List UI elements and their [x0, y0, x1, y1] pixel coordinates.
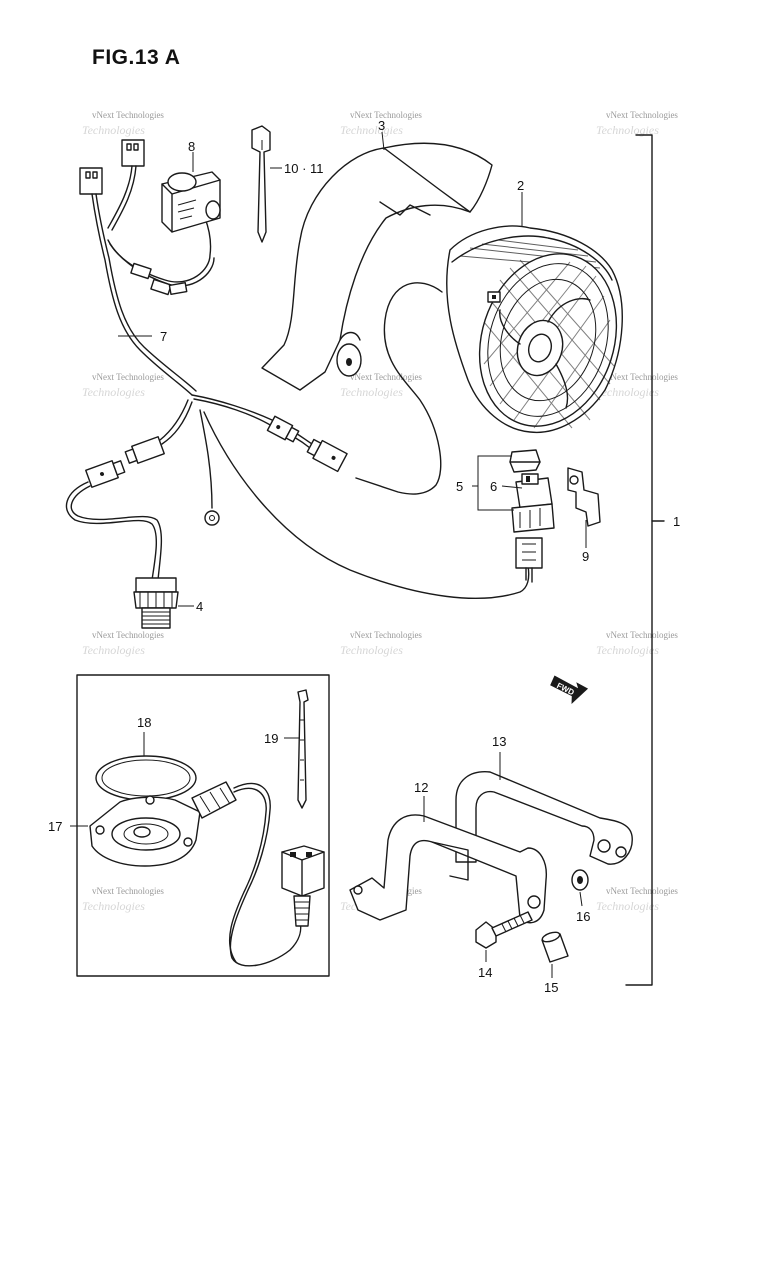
cable-tie — [297, 689, 309, 809]
harness-connector — [266, 415, 300, 443]
figure-title: FIG.13 A — [92, 46, 181, 69]
callout-10-11: 10 · 11 — [284, 161, 324, 176]
watermark-text: Technologies — [596, 385, 659, 399]
thermo-switch — [133, 577, 179, 629]
spacer — [541, 931, 569, 963]
watermark-text: vNext Technologies — [92, 630, 164, 640]
callout-5: 5 — [456, 479, 463, 494]
harness-connector — [121, 139, 145, 167]
callout-7: 7 — [160, 329, 167, 344]
callout-16: 16 — [576, 909, 590, 924]
fwd-label: FWD — [555, 681, 576, 697]
watermark-text: Technologies — [596, 123, 659, 137]
watermark-text: Technologies — [340, 385, 403, 399]
watermark-text: vNext Technologies — [350, 110, 422, 120]
callout-1: 1 — [673, 514, 680, 529]
watermark-text: vNext Technologies — [606, 110, 678, 120]
o-ring — [95, 755, 197, 801]
callout-17: 17 — [48, 819, 62, 834]
harness-connector — [79, 167, 103, 195]
harness-connector — [124, 436, 165, 464]
callout-4: 4 — [196, 599, 203, 614]
callout-14: 14 — [478, 965, 492, 980]
cable-clamp — [251, 125, 271, 243]
fan-lead-wire — [355, 282, 443, 495]
fan-shroud — [261, 142, 493, 391]
watermark-text: vNext Technologies — [606, 630, 678, 640]
watermark-text: vNext Technologies — [606, 886, 678, 896]
watermark-text: vNext Technologies — [92, 110, 164, 120]
callout-2: 2 — [517, 178, 524, 193]
callout-12: 12 — [414, 780, 428, 795]
callout-15: 15 — [544, 980, 558, 995]
callout-13: 13 — [492, 734, 506, 749]
watermark-text: Technologies — [596, 643, 659, 657]
bolt — [475, 911, 533, 949]
wiring-harness — [65, 139, 530, 599]
harness-connector — [85, 460, 126, 488]
callout-3: 3 — [378, 118, 385, 133]
callout-18: 18 — [137, 715, 151, 730]
watermark-text: Technologies — [82, 899, 145, 913]
callout-19: 19 — [264, 731, 278, 746]
sensor-housing — [89, 781, 237, 867]
fwd-arrow: FWD — [550, 675, 589, 705]
callout-8: 8 — [188, 139, 195, 154]
ground-terminal — [204, 510, 220, 526]
assembly-bracket — [625, 134, 653, 986]
watermark-text: vNext Technologies — [350, 372, 422, 382]
sensor-cable — [229, 782, 302, 967]
watermark-text: vNext Technologies — [92, 372, 164, 382]
callout-6: 6 — [490, 479, 497, 494]
fan-motor — [446, 225, 623, 434]
watermark-text: Technologies — [596, 899, 659, 913]
callout-labels: 1 2 3 4 5 6 7 8 9 10 · 11 12 13 14 15 16… — [48, 118, 680, 995]
relay-6 — [509, 449, 555, 583]
watermark-text: vNext Technologies — [92, 886, 164, 896]
watermark-text: vNext Technologies — [350, 630, 422, 640]
watermark-text: Technologies — [82, 123, 145, 137]
watermark-text: Technologies — [340, 123, 403, 137]
watermark-text: vNext Technologies — [606, 372, 678, 382]
watermark-group: Technologies vNext Technologies Technolog… — [82, 110, 678, 913]
relay-8 — [161, 171, 221, 233]
sensor-connector — [281, 845, 325, 927]
callout-9: 9 — [582, 549, 589, 564]
relay-bracket — [567, 467, 601, 527]
harness-connector — [306, 438, 348, 473]
watermark-text: Technologies — [82, 643, 145, 657]
washer — [571, 869, 589, 891]
leader-lines — [70, 131, 587, 978]
frame-bracket-12 — [349, 814, 547, 924]
watermark-text: Technologies — [340, 643, 403, 657]
watermark-text: Technologies — [82, 385, 145, 399]
